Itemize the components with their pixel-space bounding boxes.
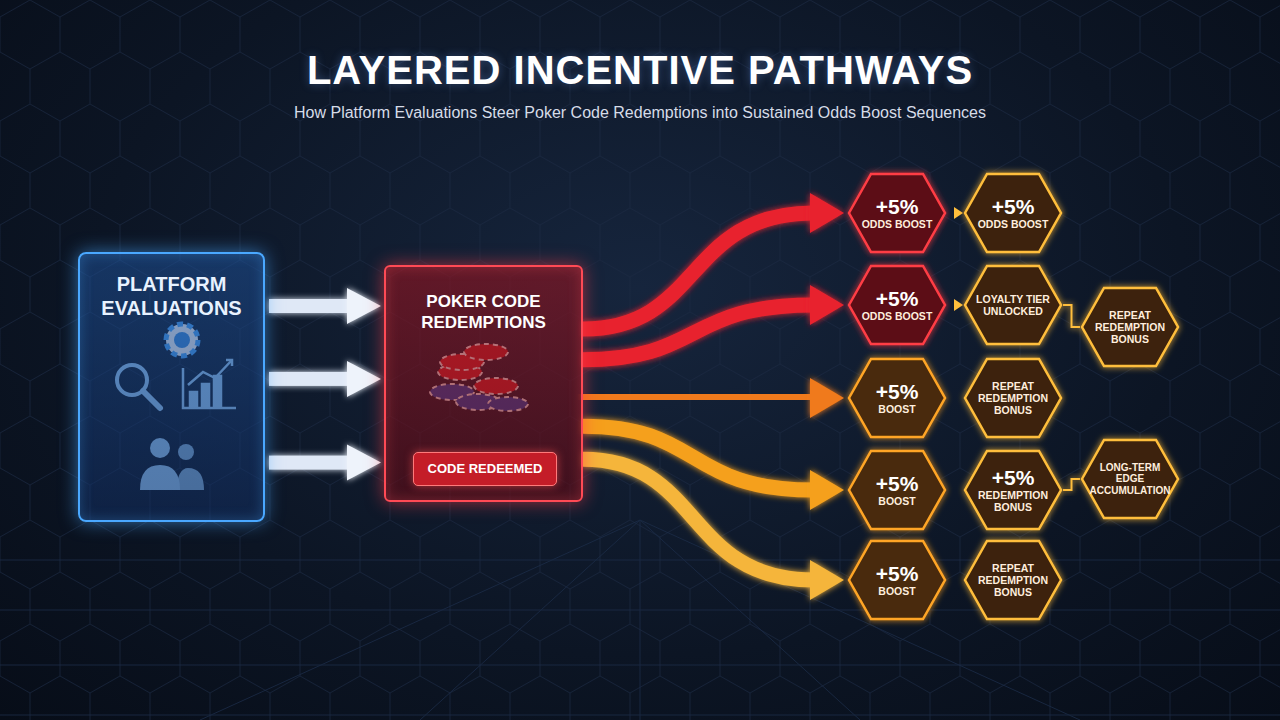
hexagon-node: REPEAT REDEMPTION BONUS — [963, 357, 1063, 439]
connector — [947, 398, 963, 399]
connector — [269, 445, 381, 481]
link-line — [1063, 479, 1080, 490]
curved-arrow — [583, 459, 814, 580]
link-line — [1063, 305, 1080, 327]
node-text: REPEAT REDEMPTION BONUS — [972, 562, 1054, 598]
connector — [269, 288, 381, 324]
node-text: BOOST — [878, 403, 915, 415]
button-box: CODE REDEEMED — [413, 452, 557, 486]
arrow-head — [810, 378, 844, 418]
hexagon-node: REPEAT REDEMPTION BONUS — [963, 539, 1063, 621]
hexagon-node: REPEAT REDEMPTION BONUS — [1080, 286, 1180, 368]
subtitle-label: How Platform Evaluations Steer Poker Cod… — [0, 104, 1280, 122]
hexagon-node: +5%ODDS BOOST — [847, 264, 947, 346]
connector — [1063, 479, 1080, 490]
arrow-shaft — [269, 372, 349, 386]
arrow-head — [810, 193, 844, 233]
link-line — [947, 489, 963, 491]
arrow-shaft — [269, 299, 349, 313]
arrow-head — [954, 299, 963, 311]
hexagon-node: LONG-TERM EDGE ACCUMULATION — [1080, 438, 1180, 520]
hexagon-node: LOYALTY TIER UNLOCKED — [963, 264, 1063, 346]
hexagon-shape — [965, 266, 1061, 344]
arrow-head — [954, 207, 963, 219]
connector — [583, 459, 844, 600]
hexagon-shape — [849, 174, 945, 252]
node-text: +5% — [876, 563, 919, 585]
node-text: BOOST — [878, 585, 915, 597]
process-box: POKER CODE REDEMPTIONS CODE REDEEMED — [384, 265, 583, 502]
hexagon-node: +5%BOOST — [847, 539, 947, 621]
connector — [583, 285, 844, 360]
hexagon-node: +5%REDEMPTION BONUS — [963, 449, 1063, 531]
node-text: +5% — [876, 473, 919, 495]
node-text: ODDS BOOST — [978, 218, 1049, 230]
hexagon-shape — [849, 541, 945, 619]
node-text: LOYALTY TIER UNLOCKED — [972, 293, 1054, 317]
connector — [947, 580, 963, 581]
hexagon-shape — [965, 451, 1061, 529]
hexagon-shape — [965, 359, 1061, 437]
hexagon-shape — [965, 174, 1061, 252]
arrow-shaft — [269, 456, 349, 470]
connector — [269, 361, 381, 397]
hexagon-shape — [849, 266, 945, 344]
hexagon-shape — [965, 541, 1061, 619]
hexagon-node: +5%BOOST — [847, 357, 947, 439]
node-text: REPEAT REDEMPTION BONUS — [972, 380, 1054, 416]
node-text: ODDS BOOST — [862, 310, 933, 322]
arrow-head — [810, 560, 844, 600]
node-text: +5% — [876, 288, 919, 310]
hexagon-shape — [1082, 288, 1178, 366]
node-text: +5% — [992, 467, 1035, 489]
link-line — [947, 397, 963, 399]
curved-arrow — [583, 305, 814, 360]
hexagon-node: +5%BOOST — [847, 449, 947, 531]
node-text: REPEAT REDEMPTION BONUS — [1089, 309, 1171, 345]
connector — [947, 490, 963, 491]
connector — [1063, 305, 1080, 327]
node-text: REDEMPTION BONUS — [972, 489, 1054, 513]
node-text: PLATFORM EVALUATIONS — [92, 272, 252, 320]
node-text: LONG-TERM EDGE ACCUMULATION — [1089, 462, 1171, 497]
link-line — [947, 579, 963, 581]
node-text: +5% — [876, 381, 919, 403]
process-box: PLATFORM EVALUATIONS — [78, 252, 265, 522]
connector — [947, 299, 963, 311]
node-text: ODDS BOOST — [862, 218, 933, 230]
connector — [583, 378, 844, 418]
connector — [947, 207, 963, 219]
hexagon-shape — [1082, 440, 1178, 518]
arrow-head — [347, 445, 381, 481]
arrow-head — [347, 361, 381, 397]
arrow-head — [810, 470, 844, 510]
node-text: +5% — [876, 196, 919, 218]
node-text: CODE REDEEMED — [428, 461, 543, 476]
hexagon-node: +5%ODDS BOOST — [963, 172, 1063, 254]
arrow-head — [347, 288, 381, 324]
node-text: +5% — [992, 196, 1035, 218]
diagram-title: LAYERED INCENTIVE PATHWAYS — [0, 48, 1280, 93]
arrow-head — [810, 285, 844, 325]
node-text: BOOST — [878, 495, 915, 507]
hexagon-node: +5%ODDS BOOST — [847, 172, 947, 254]
hexagon-shape — [849, 451, 945, 529]
node-text: POKER CODE REDEMPTIONS — [399, 291, 569, 334]
hexagon-shape — [849, 359, 945, 437]
curved-arrow — [583, 395, 814, 398]
